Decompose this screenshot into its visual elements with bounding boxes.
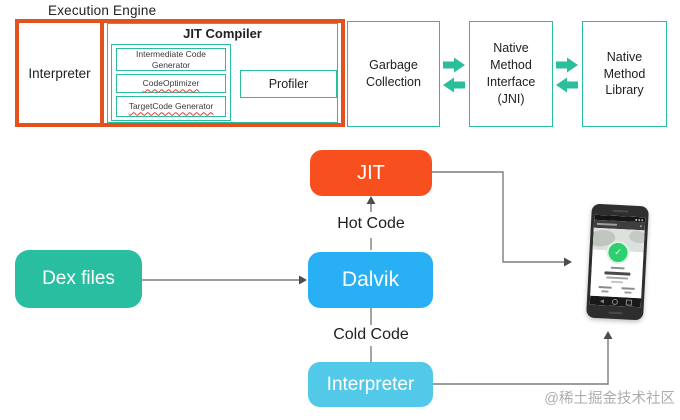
intermediate-code-generator-box: Intermediate Code Generator	[116, 48, 226, 71]
target-code-generator-label: TargetCode Generator	[128, 101, 214, 112]
native-method-interface-box: Native Method Interface (JNI)	[469, 21, 553, 127]
jni-line4: (JNI)	[497, 91, 525, 106]
garbage-collection-line1: Garbage	[369, 58, 418, 73]
profiler-label: Profiler	[268, 77, 309, 91]
interpreter-node: Interpreter	[308, 362, 433, 407]
intermediate-code-line1: Intermediate Code	[136, 49, 206, 60]
nml-line2: Method	[603, 66, 646, 81]
cold-code-label: Cold Code	[333, 326, 409, 343]
phone-button-row	[598, 286, 635, 294]
flow-arrow-right-icon	[443, 57, 465, 73]
nml-line1: Native	[606, 49, 643, 64]
interpreter-top-box: Interpreter	[15, 19, 104, 127]
phone-text-placeholder	[603, 271, 630, 276]
target-code-generator-box: TargetCode Generator	[116, 96, 226, 117]
phone-security-card: ✓	[590, 240, 644, 299]
profiler-box: Profiler	[240, 70, 337, 98]
arrowhead-up-icon	[366, 196, 376, 204]
jni-line3: Interface	[486, 75, 536, 89]
phone-app-bar-title-placeholder	[596, 222, 617, 226]
arrowhead-right-icon	[564, 257, 572, 267]
intermediate-code-line2: Generator	[151, 59, 191, 70]
dex-files-node: Dex files	[15, 250, 142, 308]
connector-lines	[142, 171, 609, 385]
jit-node: JIT	[310, 150, 432, 196]
back-icon	[599, 298, 604, 303]
garbage-collection-box: Garbage Collection	[347, 21, 440, 127]
arrowheads	[299, 196, 613, 339]
flow-arrow-left-icon	[556, 77, 578, 93]
dalvik-node: Dalvik	[308, 252, 433, 308]
arrowhead-right-icon	[299, 275, 307, 285]
edge-interpreter-to-phone	[433, 339, 609, 385]
phone-text-placeholder	[610, 280, 623, 284]
jit-node-label: JIT	[357, 161, 385, 184]
interpreter-node-label: Interpreter	[326, 373, 415, 395]
phone-earpiece	[612, 209, 629, 213]
recents-icon	[625, 298, 632, 306]
native-method-library-box: Native Method Library	[582, 21, 667, 127]
watermark-text: @稀土掘金技术社区	[544, 391, 675, 407]
shield-check-icon: ✓	[605, 240, 631, 265]
flow-arrow-right-icon	[556, 57, 578, 73]
jit-compiler-inner-group-box	[111, 44, 231, 121]
smartphone-mockup: ✓	[586, 203, 649, 321]
flow-arrow-left-icon	[443, 77, 465, 93]
phone-text-placeholder	[605, 276, 628, 280]
phone-button-placeholder	[621, 287, 635, 294]
jni-line1: Native	[493, 41, 529, 56]
dalvik-node-label: Dalvik	[341, 268, 400, 291]
home-icon	[611, 298, 618, 305]
dex-files-label: Dex files	[42, 268, 115, 289]
code-optimizer-label: CodeOptimizer	[142, 78, 200, 89]
code-optimizer-box: CodeOptimizer	[116, 74, 226, 93]
garbage-collection-line2: Collection	[366, 75, 421, 89]
phone-button-placeholder	[598, 286, 612, 293]
interpreter-top-label: Interpreter	[28, 65, 91, 81]
nml-line3: Library	[605, 83, 644, 98]
phone-body: ✓	[586, 203, 649, 321]
phone-text-placeholder	[610, 266, 625, 270]
execution-engine-label: Execution Engine	[48, 3, 157, 18]
phone-app-bar-menu-icon	[639, 225, 642, 228]
hot-code-label: Hot Code	[337, 215, 405, 232]
map-shape	[627, 228, 645, 246]
jit-compiler-title: JIT Compiler	[183, 26, 262, 41]
phone-speaker	[607, 311, 622, 315]
teal-double-arrows	[443, 57, 578, 93]
jni-line2: Method	[490, 58, 532, 73]
phone-screen: ✓	[589, 214, 646, 308]
arrowhead-up-icon	[603, 331, 613, 339]
edge-jit-to-phone	[432, 171, 564, 263]
